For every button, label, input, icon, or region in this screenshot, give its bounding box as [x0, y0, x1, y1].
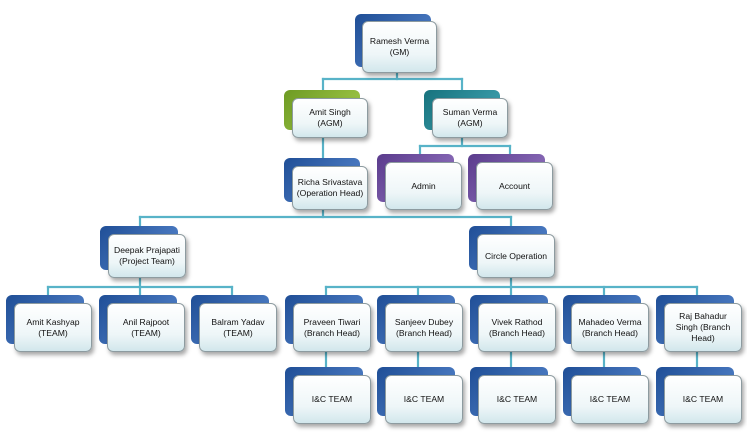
agm1-role: (AGM) — [317, 118, 343, 128]
agm2-role: (AGM) — [457, 118, 483, 128]
node-team-member: Anil Rajpoot(TEAM) — [99, 295, 185, 352]
project-team-role: (Project Team) — [119, 256, 175, 266]
branch-head-label: Raj Bahadur Singh (Branch Head) — [675, 311, 731, 343]
node-ic-team: I&C TEAM — [563, 367, 649, 424]
team-member-name: Balram Yadav — [211, 316, 265, 327]
team-member-role: (TEAM) — [223, 327, 253, 338]
operation-head-role: (Operation Head) — [296, 188, 364, 198]
node-branch-head: Vivek Rathod (Branch Head) — [470, 295, 556, 352]
branch-head-label: Sanjeev Dubey (Branch Head) — [394, 316, 454, 338]
ic-team-label: I&C TEAM — [682, 394, 724, 404]
node-branch-head: Mahadeo Verma (Branch Head) — [563, 295, 649, 352]
branch-head-label: Mahadeo Verma (Branch Head) — [578, 316, 642, 338]
account-label: Account — [498, 180, 531, 191]
admin-label: Admin — [411, 180, 436, 191]
node-operation-head: Richa Srivastava(Operation Head) — [284, 158, 368, 210]
node-ic-team: I&C TEAM — [377, 367, 463, 424]
node-branch-head: Raj Bahadur Singh (Branch Head) — [656, 295, 742, 352]
node-ic-team: I&C TEAM — [656, 367, 742, 424]
ic-team-label: I&C TEAM — [403, 394, 445, 404]
agm1-name: Amit Singh — [309, 107, 351, 117]
node-ic-team: I&C TEAM — [285, 367, 371, 424]
branch-head-label: Vivek Rathod (Branch Head) — [489, 316, 545, 338]
team-member-name: Amit Kashyap — [26, 316, 80, 327]
operation-head-name: Richa Srivastava — [297, 177, 363, 187]
node-account: Account — [468, 154, 553, 210]
circle-operation-label: Circle Operation — [484, 250, 548, 261]
node-team-member: Amit Kashyap(TEAM) — [6, 295, 92, 352]
team-member-role: (TEAM) — [38, 327, 68, 338]
team-member-role: (TEAM) — [131, 327, 161, 338]
node-admin: Admin — [377, 154, 462, 210]
ic-team-label: I&C TEAM — [311, 394, 353, 404]
ic-team-label: I&C TEAM — [496, 394, 538, 404]
ic-team-label: I&C TEAM — [589, 394, 631, 404]
agm2-name: Suman Verma — [442, 107, 498, 117]
node-agm-suman-verma: Suman Verma(AGM) — [424, 90, 508, 138]
gm-role: (GM) — [389, 47, 410, 57]
node-ic-team: I&C TEAM — [470, 367, 556, 424]
node-project-team: Deepak Prajapati(Project Team) — [100, 226, 186, 278]
branch-head-label: Praveen Tiwari (Branch Head) — [303, 316, 361, 338]
node-gm: Ramesh Verma(GM) — [355, 14, 437, 73]
project-team-name: Deepak Prajapati — [114, 245, 180, 255]
team-member-name: Anil Rajpoot — [122, 316, 170, 327]
node-branch-head: Sanjeev Dubey (Branch Head) — [377, 295, 463, 352]
node-circle-operation: Circle Operation — [469, 226, 555, 278]
node-agm-amit-singh: Amit Singh(AGM) — [284, 90, 368, 138]
node-branch-head: Praveen Tiwari (Branch Head) — [285, 295, 371, 352]
node-team-member: Balram Yadav(TEAM) — [191, 295, 277, 352]
gm-name: Ramesh Verma — [369, 36, 430, 46]
